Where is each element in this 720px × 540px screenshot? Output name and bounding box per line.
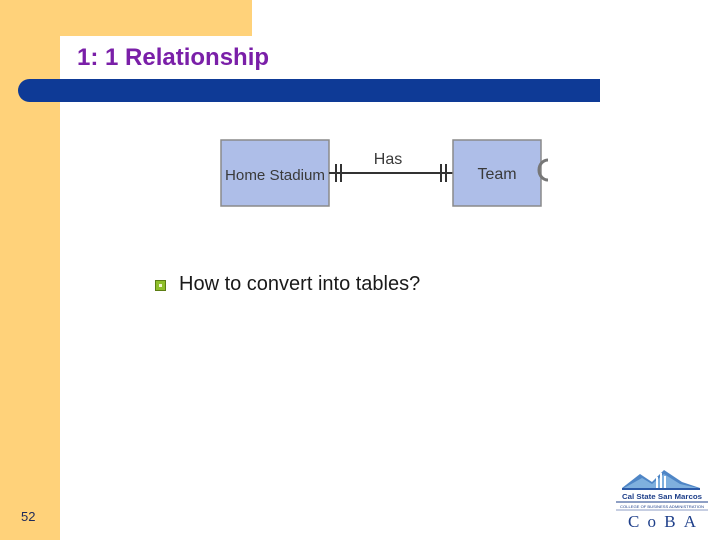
bullet-icon <box>155 280 166 291</box>
title-panel <box>60 36 380 78</box>
relationship-label: Has <box>374 151 402 168</box>
bullet-text: How to convert into tables? <box>179 273 421 295</box>
slide-title: 1: 1 Relationship <box>77 44 270 71</box>
logo-college-name: COLLEGE OF BUSINESS ADMINISTRATION <box>620 505 704 509</box>
logo-acronym: CoBA <box>628 512 697 531</box>
title-underline-bar <box>18 79 600 102</box>
page-number: 52 <box>21 509 36 524</box>
cropped-fragment <box>537 158 549 182</box>
logo-university-name: Cal State San Marcos <box>622 492 702 501</box>
cal-state-san-marcos-coba-logo: Cal State San Marcos COLLEGE OF BUSINESS… <box>616 470 708 531</box>
entity-home-stadium-label: Home Stadium <box>225 167 325 184</box>
entity-team-box <box>452 139 542 207</box>
entity-team-label: Team <box>477 166 516 183</box>
er-diagram: Home Stadium Has Team <box>220 139 549 207</box>
title-underline-bar-end <box>590 79 600 102</box>
